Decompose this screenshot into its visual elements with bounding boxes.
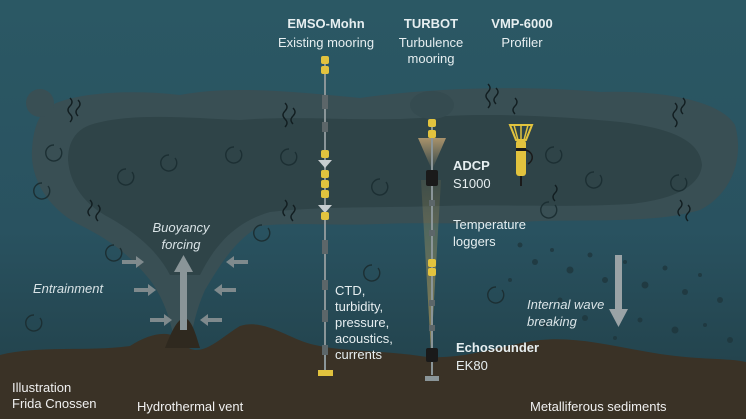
ctd-line-4: acoustics, — [335, 331, 393, 346]
temperature-loggers-line1: Temperature — [453, 217, 526, 232]
vmp-subtitle: Profiler — [501, 35, 543, 50]
turbot-title: TURBOT — [403, 16, 459, 31]
echosounder-device — [426, 348, 438, 362]
vmp-profiler — [508, 124, 534, 186]
ctd-line-5: currents — [335, 347, 382, 362]
vent-chimney — [165, 318, 200, 348]
anchor-icon — [318, 370, 333, 376]
swirl-icon — [25, 144, 688, 332]
sediment-particles — [508, 242, 733, 343]
temperature-loggers-line2: loggers — [453, 234, 496, 249]
float-icon — [321, 212, 329, 220]
float-icon — [321, 190, 329, 198]
float-icon — [321, 180, 329, 188]
ctd-line-1: CTD, — [335, 283, 366, 298]
plume-blob — [26, 89, 54, 117]
float-icon — [321, 170, 329, 178]
adcp-title: ADCP — [453, 158, 490, 173]
ctd-line-3: pressure, — [335, 315, 390, 330]
float-icon — [321, 56, 329, 64]
float-icon — [428, 130, 436, 138]
turbot-mooring — [418, 119, 446, 381]
emso-title: EMSO-Mohn — [287, 16, 365, 31]
hydrothermal-vent-label: Hydrothermal vent — [137, 399, 244, 414]
float-icon — [428, 259, 436, 267]
sediments-label: Metalliferous sediments — [530, 399, 667, 414]
internal-wave-line1: Internal wave — [527, 297, 605, 312]
buoyancy-line1: Buoyancy — [152, 220, 210, 235]
credit-line2: Frida Cnossen — [12, 396, 97, 411]
downward-arrow-icon — [609, 255, 628, 327]
upward-arrow-icon — [174, 255, 193, 330]
float-icon — [428, 268, 436, 276]
adcp-model: S1000 — [453, 176, 491, 191]
adcp-device — [426, 170, 438, 186]
vmp-title: VMP-6000 — [491, 16, 553, 31]
plume-inner — [68, 115, 702, 276]
float-icon — [428, 119, 436, 127]
entrainment-label: Entrainment — [33, 281, 104, 296]
echosounder-title: Echosounder — [456, 340, 540, 355]
anchor-icon — [425, 376, 439, 381]
emso-mooring — [318, 56, 333, 376]
plume-blob — [410, 91, 454, 119]
emso-subtitle: Existing mooring — [277, 35, 375, 50]
inflow-arrow-icon — [122, 256, 248, 326]
buoyancy-line2: forcing — [161, 237, 201, 252]
turbot-subtitle-line1: Turbulence — [398, 35, 464, 50]
float-icon — [321, 150, 329, 158]
echosounder-model: EK80 — [456, 358, 488, 373]
float-icon — [321, 66, 329, 74]
turbot-subtitle-line2: mooring — [407, 51, 455, 66]
ctd-line-2: turbidity, — [335, 299, 384, 314]
internal-wave-line2: breaking — [527, 314, 577, 329]
wavy-arrow-icon — [67, 83, 691, 222]
credit-line1: Illustration — [12, 380, 72, 395]
